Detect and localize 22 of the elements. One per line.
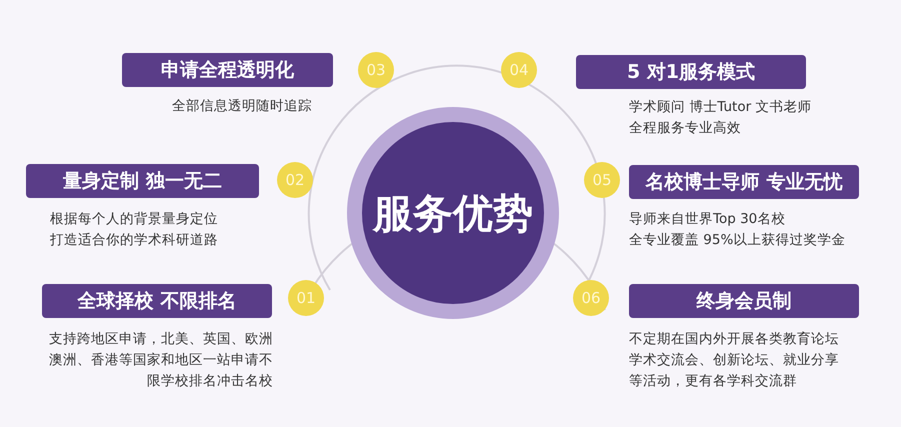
description-text: 不定期在国内外开展各类教育论坛学术交流会、创新论坛、就业分享等活动，更有各学科交流群 [629, 330, 840, 391]
title-banner: 5 对1服务模式 [576, 55, 806, 89]
description-text: 根据每个人的背景量身定位 [50, 210, 219, 229]
number-badge: 03 [358, 52, 394, 88]
title-banner: 终身会员制 [629, 284, 859, 318]
description-text: 学术顾问 博士Tutor 文书老师 [629, 98, 812, 117]
number-badge: 02 [277, 162, 313, 198]
description-text: 打造适合你的学术科研道路 [50, 231, 219, 250]
number-badge: 01 [288, 280, 324, 316]
description-text: 支持跨地区申请，北美、英国、欧洲澳洲、香港等国家和地区一站申请不限学校排名冲击名校 [48, 330, 273, 391]
title-banner: 全球择校 不限排名 [42, 284, 272, 318]
center-circle: 服务优势 [347, 107, 559, 319]
number-badge: 06 [573, 280, 609, 316]
title-banner: 名校博士导师 专业无忧 [629, 165, 859, 199]
description-text: 全专业覆盖 95%以上获得过奖学金 [629, 231, 846, 250]
title-banner: 申请全程透明化 [122, 53, 333, 87]
number-badge: 05 [584, 162, 620, 198]
title-banner: 量身定制 独一无二 [26, 164, 259, 198]
description-text: 全程服务专业高效 [629, 119, 742, 138]
description-text: 全部信息透明随时追踪 [171, 97, 312, 116]
description-text: 导师来自世界Top 30名校 [629, 210, 786, 229]
number-badge: 04 [501, 52, 537, 88]
